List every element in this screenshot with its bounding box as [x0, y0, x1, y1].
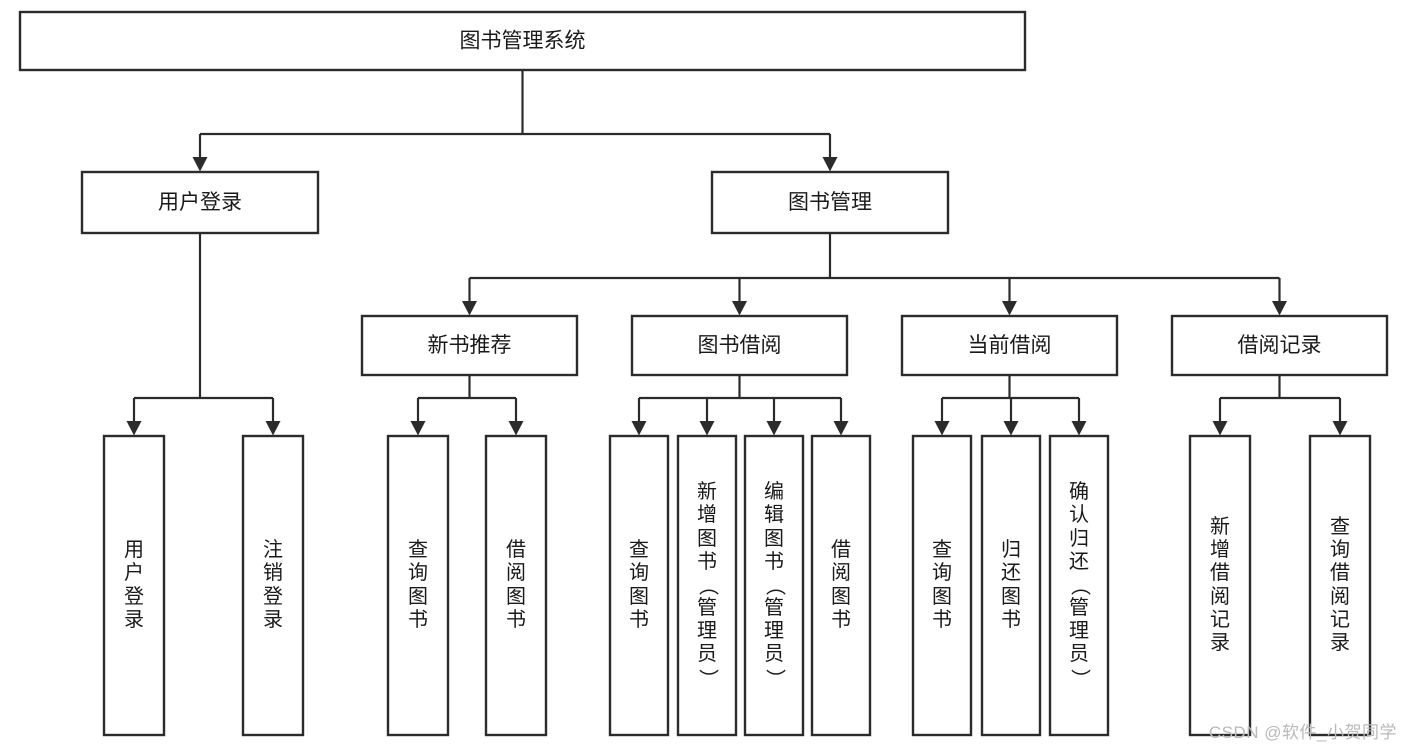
node-box[interactable]: [484, 434, 548, 737]
node-box[interactable]: [1048, 434, 1110, 737]
node-leaf1[interactable]: [102, 434, 166, 737]
node-box[interactable]: [911, 434, 973, 737]
connector-group: [126, 233, 281, 436]
arrowhead-icon: [1071, 421, 1087, 436]
node-box[interactable]: [980, 434, 1042, 737]
node-leaf11[interactable]: [1048, 434, 1110, 737]
node-borrow[interactable]: 图书借阅: [630, 314, 849, 377]
node-leaf5[interactable]: [608, 434, 670, 737]
node-label: 图书管理: [788, 191, 872, 214]
connector-group: [192, 70, 838, 172]
node-leaf4[interactable]: [484, 434, 548, 737]
arrowhead-icon: [1272, 301, 1287, 316]
node-box[interactable]: [102, 434, 166, 737]
node-box[interactable]: [676, 434, 738, 737]
arrowhead-icon: [410, 421, 426, 436]
connector-group: [462, 233, 1287, 316]
node-box[interactable]: [710, 170, 950, 235]
node-box[interactable]: [900, 314, 1119, 377]
node-bookmgmt[interactable]: 图书管理: [710, 170, 950, 235]
connector-group: [410, 375, 524, 436]
node-box[interactable]: [1188, 434, 1252, 737]
arrowhead-icon: [699, 421, 715, 436]
arrowhead-icon: [1212, 421, 1228, 436]
arrowhead-icon: [192, 157, 208, 172]
node-leaf2[interactable]: [241, 434, 305, 737]
node-box[interactable]: [810, 434, 872, 737]
node-box[interactable]: [80, 170, 320, 235]
connector-group: [1212, 375, 1348, 436]
connector-group: [934, 375, 1087, 436]
arrowhead-icon: [732, 301, 747, 316]
arrowhead-icon: [934, 421, 950, 436]
arrowhead-icon: [1003, 421, 1019, 436]
node-label: 用户登录: [158, 191, 242, 214]
node-box[interactable]: [360, 314, 579, 377]
connector-group: [631, 375, 849, 436]
node-label: 新书推荐: [428, 334, 512, 357]
arrowhead-icon: [833, 421, 849, 436]
node-box[interactable]: [241, 434, 305, 737]
node-box[interactable]: [630, 314, 849, 377]
arrowhead-icon: [462, 301, 477, 316]
node-box[interactable]: [386, 434, 450, 737]
node-leaf9[interactable]: [911, 434, 973, 737]
node-leaf7[interactable]: [743, 434, 805, 737]
node-box[interactable]: [18, 10, 1027, 72]
node-leaf12[interactable]: [1188, 434, 1252, 737]
arrowhead-icon: [631, 421, 647, 436]
node-leaf6[interactable]: [676, 434, 738, 737]
node-current[interactable]: 当前借阅: [900, 314, 1119, 377]
node-box[interactable]: [743, 434, 805, 737]
node-root[interactable]: 图书管理系统: [18, 10, 1027, 72]
node-newbook[interactable]: 新书推荐: [360, 314, 579, 377]
node-leaf3[interactable]: [386, 434, 450, 737]
arrowhead-icon: [126, 421, 142, 436]
arrowhead-icon: [508, 421, 524, 436]
arrowhead-icon: [1332, 421, 1348, 436]
arrowhead-icon: [265, 421, 281, 436]
node-label: 当前借阅: [968, 334, 1052, 357]
node-box[interactable]: [608, 434, 670, 737]
arrowhead-icon: [766, 421, 782, 436]
watermark-text: CSDN @软件_小贺同学: [1208, 723, 1397, 742]
node-box[interactable]: [1308, 434, 1372, 737]
node-label: 图书借阅: [698, 334, 782, 357]
node-label: 借阅记录: [1238, 334, 1322, 357]
node-records[interactable]: 借阅记录: [1170, 314, 1389, 377]
node-box[interactable]: [1170, 314, 1389, 377]
node-leaf13[interactable]: [1308, 434, 1372, 737]
node-label: 图书管理系统: [460, 30, 586, 53]
arrowhead-icon: [822, 157, 838, 172]
node-leaf10[interactable]: [980, 434, 1042, 737]
node-login[interactable]: 用户登录: [80, 170, 320, 235]
arrowhead-icon: [1002, 301, 1017, 316]
node-leaf8[interactable]: [810, 434, 872, 737]
connector-layer: [126, 70, 1348, 436]
